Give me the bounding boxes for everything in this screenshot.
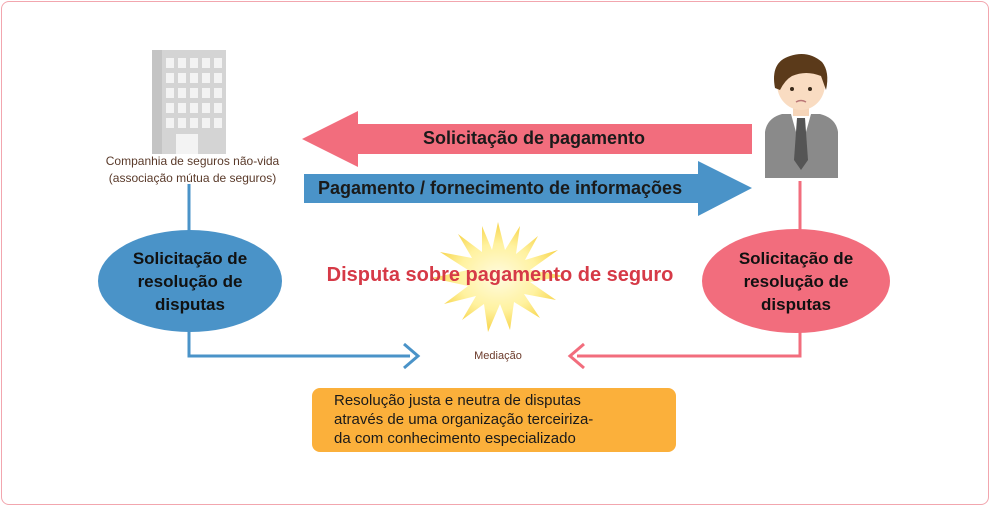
left-request-label: Solicitação de resolução de disputas bbox=[110, 247, 270, 316]
resolution-box: Resolução justa e neutra de disputas atr… bbox=[312, 388, 676, 452]
right-request-line1: Solicitação de bbox=[738, 249, 854, 268]
left-request-line1: Solicitação de bbox=[132, 249, 248, 268]
insurer-name: Companhia de seguros não-vida (associaçã… bbox=[80, 153, 305, 187]
building-icon bbox=[152, 50, 226, 154]
payment-arrow bbox=[304, 161, 752, 216]
burst-icon bbox=[432, 222, 565, 332]
person-icon bbox=[765, 54, 838, 178]
left-arrowhead bbox=[403, 342, 421, 370]
payment-arrow-label: Pagamento / fornecimento de informações bbox=[318, 178, 683, 198]
insurer-name-line2: (associação mútua de seguros) bbox=[108, 171, 277, 185]
dispute-title: Disputa sobre pagamento de seguro bbox=[326, 264, 674, 286]
resolution-line1: Resolução justa e neutra de disputas bbox=[334, 392, 581, 409]
mediation-label: Mediação bbox=[474, 350, 522, 362]
left-request-line3: disputas bbox=[155, 295, 225, 314]
resolution-line2: através de uma organização terceiriza- bbox=[334, 411, 594, 428]
right-connector-bottom bbox=[577, 330, 802, 358]
right-request-label: Solicitação de resolução de disputas bbox=[716, 247, 876, 316]
right-request-ellipse bbox=[702, 229, 890, 333]
right-arrowhead bbox=[567, 342, 585, 370]
left-request-ellipse bbox=[98, 230, 282, 332]
resolution-line3: da com conhecimento especializado bbox=[334, 430, 576, 447]
left-request-line2: resolução de bbox=[137, 272, 243, 291]
left-connector-bottom bbox=[187, 330, 410, 358]
right-request-line3: disputas bbox=[761, 295, 831, 314]
request-arrow bbox=[302, 111, 752, 167]
request-arrow-label: Solicitação de pagamento bbox=[423, 128, 646, 148]
resolution-text: Resolução justa e neutra de disputas atr… bbox=[334, 391, 593, 448]
right-request-line2: resolução de bbox=[743, 272, 849, 291]
insurer-name-line1: Companhia de seguros não-vida bbox=[105, 154, 280, 168]
